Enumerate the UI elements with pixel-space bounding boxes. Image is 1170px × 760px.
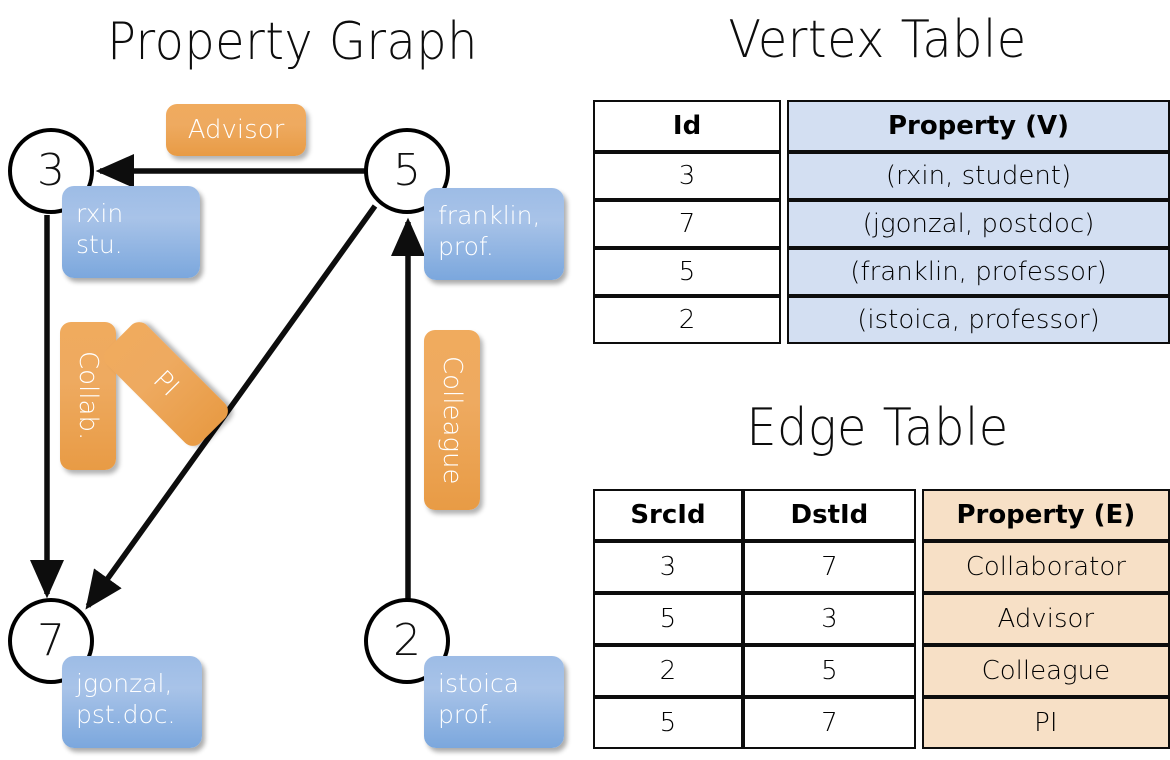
vertex-table-cell-property: (jgonzal, postdoc)	[787, 200, 1170, 248]
vertex-table-cell-id: 7	[593, 200, 782, 248]
vertex-property-jgonzal-name: jgonzal,	[76, 669, 173, 698]
table-row[interactable]: 5 3 Advisor	[593, 593, 1170, 645]
edge-table-header-dstid: DstId	[742, 489, 916, 541]
edge-table-cell-dstid: 3	[742, 593, 916, 645]
vertex-table-header-id: Id	[593, 100, 782, 152]
edge-table-cell-property: PI	[921, 697, 1170, 749]
property-graph-diagram: Advisor Collab. PI Colleague 3 5 7 2 rxi…	[8, 104, 564, 748]
graph-vertex-2-label: 2	[393, 615, 421, 666]
table-header-row: SrcId DstId Property (E)	[593, 489, 1170, 541]
table-row[interactable]: 7 (jgonzal, postdoc)	[593, 200, 1170, 248]
edge-table-header-srcid: SrcId	[593, 489, 743, 541]
vertex-property-jgonzal-role: pst.doc.	[76, 700, 176, 729]
table-row[interactable]: 2 5 Colleague	[593, 645, 1170, 697]
vertex-property-istoica-name: istoica	[438, 669, 520, 698]
page-title-vertex-table: Vertex Table	[728, 10, 1027, 70]
page-title-edge-table: Edge Table	[746, 398, 1009, 458]
graph-vertex-5[interactable]: 5	[364, 128, 450, 214]
edge-label-pi-text: PI	[147, 365, 185, 403]
vertex-property-istoica-role: prof.	[438, 700, 494, 729]
vertex-property-box-istoica[interactable]: istoica prof.	[424, 656, 564, 748]
vertex-table-header-property: Property (V)	[787, 100, 1170, 152]
vertex-table-cell-property: (franklin, professor)	[787, 248, 1170, 296]
edge-table-cell-srcid: 5	[593, 593, 743, 645]
vertex-property-box-jgonzal[interactable]: jgonzal, pst.doc.	[62, 656, 202, 748]
table-row[interactable]: 3 (rxin, student)	[593, 152, 1170, 200]
table-header-row: Id Property (V)	[593, 100, 1170, 152]
edge-table-cell-property: Advisor	[921, 593, 1170, 645]
vertex-table-cell-property: (rxin, student)	[787, 152, 1170, 200]
vertex-property-rxin-role: stu.	[76, 230, 123, 259]
edge-table-header-property: Property (E)	[921, 489, 1170, 541]
vertex-table: Id Property (V) 3 (rxin, student) 7 (jgo…	[593, 100, 1170, 344]
table-row[interactable]: 5 7 PI	[593, 697, 1170, 749]
page-title-property-graph: Property Graph	[107, 12, 478, 72]
vertex-property-box-rxin[interactable]: rxin stu.	[62, 186, 200, 278]
edge-label-colleague-text: Colleague	[437, 355, 467, 485]
vertex-property-box-franklin[interactable]: franklin, prof.	[424, 188, 564, 280]
table-row[interactable]: 5 (franklin, professor)	[593, 248, 1170, 296]
vertex-table-cell-id: 5	[593, 248, 782, 296]
graph-vertex-7-label: 7	[37, 615, 65, 666]
edge-label-advisor[interactable]: Advisor	[166, 104, 306, 156]
table-row[interactable]: 2 (istoica, professor)	[593, 296, 1170, 344]
vertex-table-cell-id: 2	[593, 296, 782, 344]
edge-table-cell-dstid: 5	[742, 645, 916, 697]
edge-table-cell-srcid: 2	[593, 645, 743, 697]
edge-table-cell-property: Colleague	[921, 645, 1170, 697]
edge-table-cell-property: Collaborator	[921, 541, 1170, 593]
edge-label-advisor-text: Advisor	[187, 115, 285, 145]
edge-label-colleague[interactable]: Colleague	[424, 330, 480, 510]
table-row[interactable]: 3 7 Collaborator	[593, 541, 1170, 593]
edge-table-cell-dstid: 7	[742, 541, 916, 593]
edge-label-collab-text: Collab.	[73, 351, 103, 441]
vertex-property-franklin-name: franklin,	[438, 201, 541, 230]
vertex-table-cell-property: (istoica, professor)	[787, 296, 1170, 344]
edge-table-cell-dstid: 7	[742, 697, 916, 749]
edge-table-cell-srcid: 5	[593, 697, 743, 749]
edge-table-cell-srcid: 3	[593, 541, 743, 593]
vertex-property-franklin-role: prof.	[438, 232, 494, 261]
edge-label-collab[interactable]: Collab.	[60, 322, 116, 470]
graph-edge-arrows	[29, 153, 426, 610]
graph-vertex-3-label: 3	[37, 145, 65, 196]
vertex-table-cell-id: 3	[593, 152, 782, 200]
edge-arrow-5-to-7	[85, 204, 378, 610]
edge-table: SrcId DstId Property (E) 3 7 Collaborato…	[593, 489, 1170, 749]
graph-vertex-5-label: 5	[393, 145, 421, 196]
vertex-property-rxin-name: rxin	[76, 199, 124, 228]
graph-vertex-2[interactable]: 2	[364, 598, 450, 684]
